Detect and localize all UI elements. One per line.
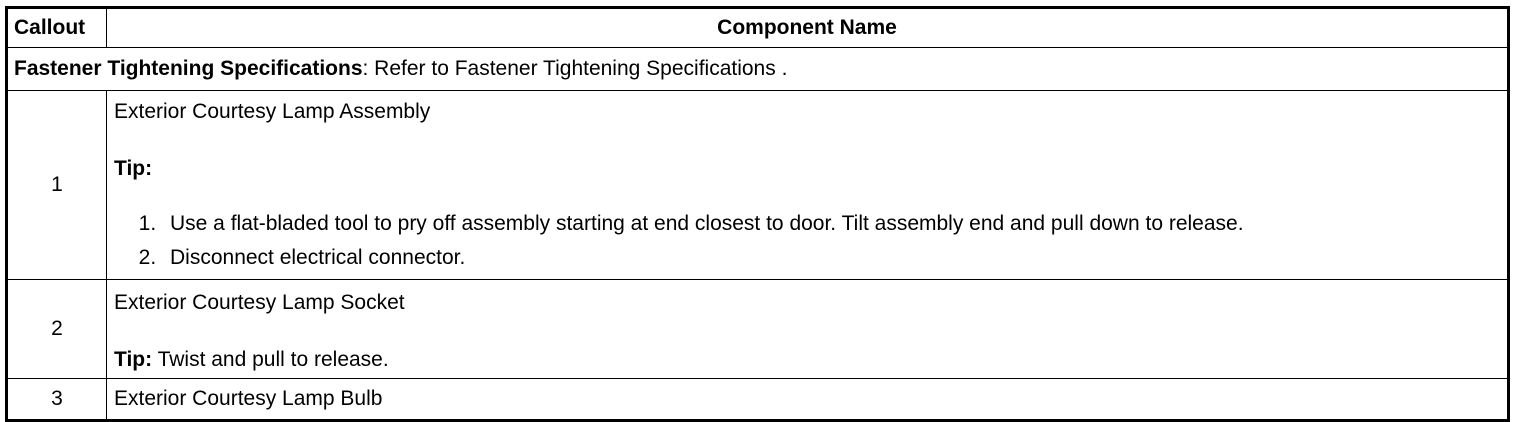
component-name-column-header: Component Name xyxy=(106,7,1509,48)
tip-paragraph: Tip: Twist and pull to release. xyxy=(114,315,1507,378)
callout-cell: 2 xyxy=(6,279,107,379)
component-table-container: Callout Component Name Fastener Tighteni… xyxy=(5,6,1510,422)
tip-steps-list: Use a flat-bladed tool to pry off assemb… xyxy=(114,207,1507,275)
table-header-row: Callout Component Name xyxy=(6,7,1509,48)
component-cell: Exterior Courtesy Lamp Assembly Tip: Use… xyxy=(106,90,1509,280)
tip-step: Disconnect electrical connector. xyxy=(162,241,1507,275)
tip-label: Tip: xyxy=(114,157,153,180)
table-row: 2 Exterior Courtesy Lamp Socket Tip: Twi… xyxy=(6,279,1509,379)
callout-cell: 1 xyxy=(6,90,107,280)
tip-step: Use a flat-bladed tool to pry off assemb… xyxy=(162,207,1507,241)
callout-cell: 3 xyxy=(6,378,107,421)
tip-text: Twist and pull to release. xyxy=(152,348,389,371)
fastener-spec-label: Fastener Tightening Specifications xyxy=(14,57,363,80)
fastener-spec-text: : Refer to Fastener Tightening Specifica… xyxy=(362,57,788,80)
component-cell: Exterior Courtesy Lamp Socket Tip: Twist… xyxy=(106,279,1509,379)
component-name: Exterior Courtesy Lamp Bulb xyxy=(106,378,1509,421)
callout-column-header: Callout xyxy=(6,7,107,48)
table-row: 1 Exterior Courtesy Lamp Assembly Tip: U… xyxy=(6,90,1509,280)
fastener-spec-cell: Fastener Tightening Specifications: Refe… xyxy=(6,47,1509,91)
tip-label: Tip: xyxy=(114,348,153,371)
fastener-spec-row: Fastener Tightening Specifications: Refe… xyxy=(6,47,1509,91)
component-name: Exterior Courtesy Lamp Socket xyxy=(114,291,405,314)
table-row: 3 Exterior Courtesy Lamp Bulb xyxy=(6,378,1509,421)
component-name: Exterior Courtesy Lamp Assembly xyxy=(114,100,431,123)
component-table: Callout Component Name Fastener Tighteni… xyxy=(5,6,1510,422)
